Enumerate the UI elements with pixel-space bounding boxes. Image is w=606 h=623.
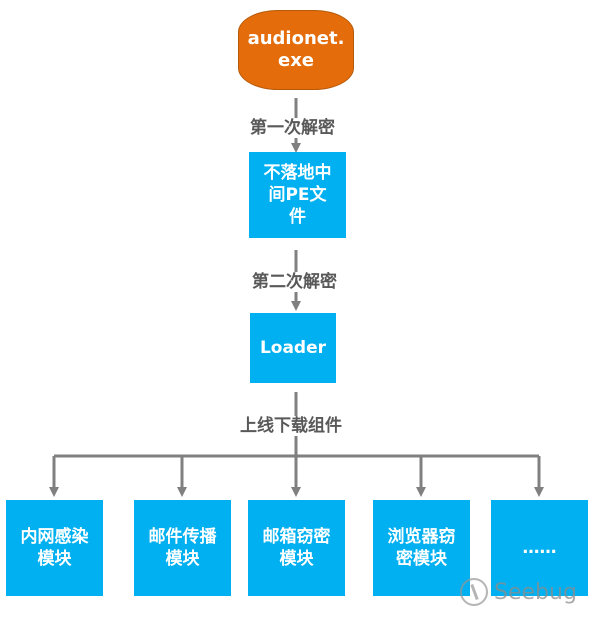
node-pe-line-1: 不落地中 bbox=[263, 163, 332, 183]
node-module-3-line-1: 邮箱窃密 bbox=[262, 527, 331, 547]
node-pe-line-2: 间PE文 bbox=[268, 185, 327, 205]
node-loader: Loader bbox=[250, 313, 336, 383]
node-module-intranet-infection: 内网感染 模块 bbox=[6, 500, 103, 596]
node-module-more: …… bbox=[491, 500, 588, 596]
node-module-2-line-2: 模块 bbox=[165, 549, 200, 569]
node-module-4-line-2: 密模块 bbox=[396, 549, 447, 569]
label-go-online: 上线下载组件 bbox=[240, 416, 342, 436]
label-first-decrypt: 第一次解密 bbox=[250, 118, 335, 138]
node-audionet-exe: audionet.exe bbox=[238, 10, 354, 90]
seebug-logo-icon bbox=[460, 578, 488, 606]
node-loader-label: Loader bbox=[259, 338, 327, 358]
node-module-1-line-2: 模块 bbox=[37, 549, 72, 569]
node-module-mail-propagation: 邮件传播 模块 bbox=[134, 500, 231, 596]
node-module-3-line-2: 模块 bbox=[279, 549, 314, 569]
node-module-browser-theft: 浏览器窃 密模块 bbox=[373, 500, 470, 596]
node-module-1-line-1: 内网感染 bbox=[20, 527, 89, 547]
node-pe-file: 不落地中 间PE文 件 bbox=[249, 152, 346, 238]
node-module-mailbox-theft: 邮箱窃密 模块 bbox=[248, 500, 345, 596]
seebug-watermark: Seebug bbox=[460, 572, 590, 612]
watermark-text: Seebug bbox=[494, 579, 577, 605]
node-module-4-line-1: 浏览器窃 bbox=[387, 527, 456, 547]
node-module-5-label: …… bbox=[522, 538, 557, 558]
node-audionet-exe-label: audionet.exe bbox=[247, 28, 345, 71]
node-pe-line-3: 件 bbox=[289, 207, 306, 227]
node-module-2-line-1: 邮件传播 bbox=[148, 527, 217, 547]
label-second-decrypt: 第二次解密 bbox=[252, 272, 337, 292]
